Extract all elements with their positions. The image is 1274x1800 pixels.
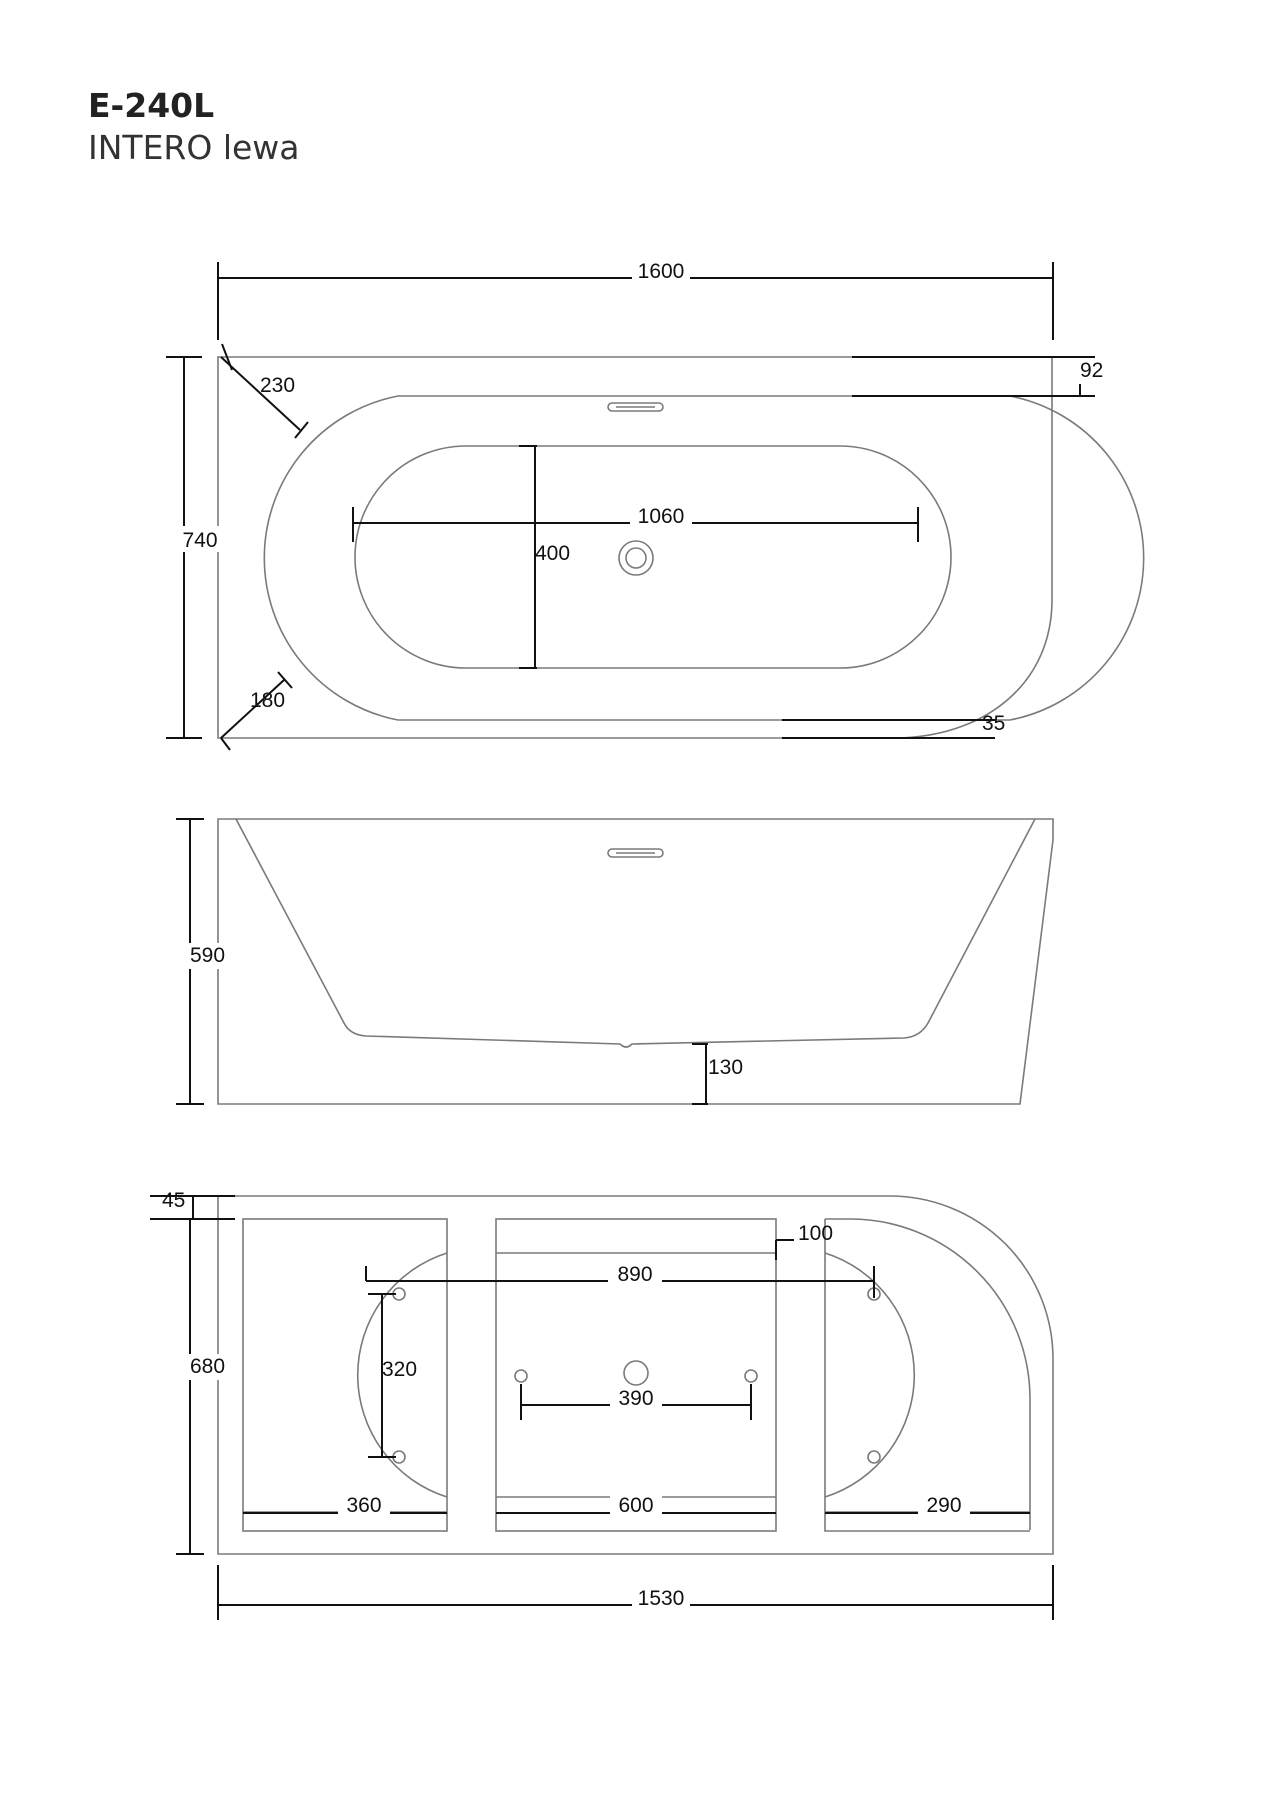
dim-label-400: 400: [535, 542, 570, 565]
basin-footprint-right: [824, 1252, 915, 1498]
dim-label-35: 35: [982, 712, 1005, 735]
side-overflow-icon: [607, 848, 664, 858]
dim-label-230: 230: [260, 374, 295, 397]
dim-label-890: 890: [617, 1263, 652, 1286]
dim-890: 890: [365, 1263, 875, 1298]
dim-360: 360: [243, 1494, 447, 1521]
dim-label-130: 130: [708, 1056, 743, 1079]
dim-180: 180: [220, 671, 293, 751]
bottom-view-outer-shell: [217, 1195, 1054, 1555]
dim-label-45: 45: [162, 1189, 185, 1212]
drain-icon: [618, 540, 654, 576]
dim-92: 92: [852, 356, 1103, 397]
side-view-basin-profile: [235, 818, 1036, 1048]
side-view: 590 130: [176, 818, 1054, 1105]
basin-footprint-left: [357, 1252, 448, 1498]
drawing-header: E-240L INTERO lewa: [88, 86, 300, 170]
dim-230: 230: [220, 343, 309, 439]
bottom-drain-icon: [623, 1360, 649, 1386]
dim-1530: 1530: [217, 1565, 1054, 1620]
dim-label-92: 92: [1080, 359, 1103, 382]
frame-panel-right: [824, 1218, 1030, 1532]
top-view-rim: [263, 395, 1145, 721]
dim-320: 320: [368, 1293, 417, 1458]
overflow-icon: [607, 402, 664, 412]
dim-label-600: 600: [618, 1494, 653, 1517]
dim-590: 590: [176, 818, 226, 1105]
dim-390: 390: [520, 1384, 752, 1420]
drain-inner-icon: [625, 547, 647, 569]
dim-400: 400: [519, 445, 570, 669]
foot-icon: [744, 1369, 758, 1383]
dim-label-680: 680: [190, 1355, 225, 1378]
dim-label-740: 740: [182, 529, 217, 552]
model-name: INTERO lewa: [88, 128, 300, 167]
dim-35: 35: [782, 712, 1005, 739]
side-view-outer-shell: [217, 818, 1054, 1105]
bottom-view-inner-shell: [849, 1218, 1031, 1530]
dim-label-100: 100: [798, 1222, 833, 1245]
dim-45: 45: [150, 1189, 235, 1220]
dim-130: 130: [692, 1043, 743, 1105]
frame-panel-middle: [495, 1218, 777, 1532]
dim-label-1600: 1600: [638, 260, 685, 283]
dim-1600: 1600: [217, 260, 1054, 340]
dim-1060: 1060: [352, 505, 919, 542]
dim-290: 290: [825, 1494, 1030, 1521]
dim-label-290: 290: [926, 1494, 961, 1517]
model-number: E-240L: [88, 86, 215, 125]
top-view-basin: [354, 445, 952, 669]
frame-panel-left: [242, 1218, 448, 1532]
dim-label-1060: 1060: [638, 505, 685, 528]
bottom-view: 45 680 100 890 320: [150, 1189, 1054, 1620]
dim-label-590: 590: [190, 944, 225, 967]
foot-icon: [514, 1369, 528, 1383]
dim-label-180: 180: [250, 689, 285, 712]
top-view: 1600 740 230 180 92: [166, 260, 1145, 751]
dim-680: 680: [176, 1219, 226, 1555]
dim-740: 740: [166, 356, 220, 739]
dim-100: 100: [775, 1222, 833, 1260]
dim-600: 600: [496, 1494, 776, 1521]
dim-label-1530: 1530: [638, 1587, 685, 1610]
foot-icon: [867, 1450, 881, 1464]
dim-label-360: 360: [346, 1494, 381, 1517]
dim-label-390: 390: [618, 1387, 653, 1410]
dim-label-320: 320: [382, 1358, 417, 1381]
